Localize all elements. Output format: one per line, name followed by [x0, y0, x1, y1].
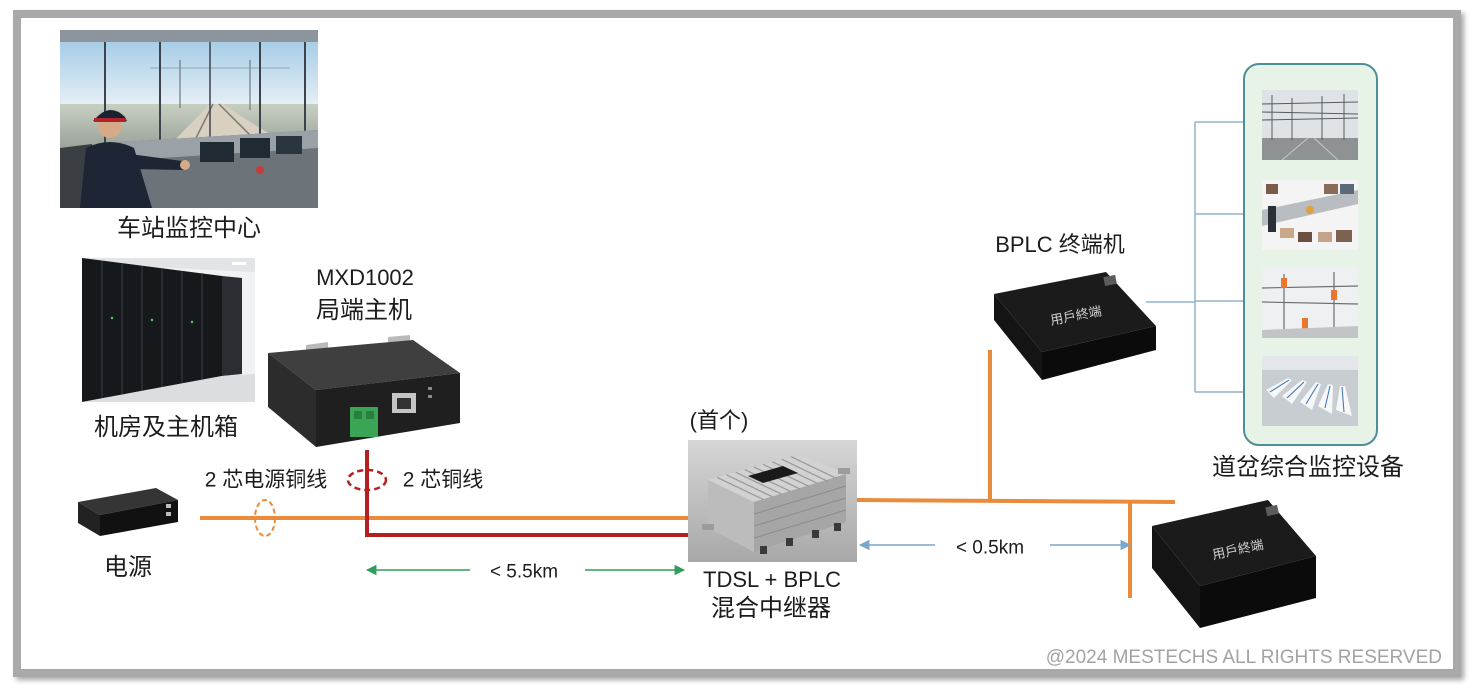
server-room-label: 机房及主机箱 [94, 414, 238, 441]
bplc-terminal-bottom: 用戶終端 [1150, 498, 1318, 630]
control-room-photo [60, 30, 318, 208]
high-speed-trains-photo [1262, 356, 1358, 426]
distance-host-label: < 5.5km [489, 561, 559, 583]
power-label: 电源 [104, 554, 152, 581]
catenary-photo [1262, 90, 1358, 160]
monitoring-equipment-panel [1243, 63, 1378, 446]
repeater-name-label: 混合中继器 [711, 595, 831, 622]
copper-cable-marker [346, 468, 388, 492]
server-room-photo [82, 258, 255, 402]
copper-cable-label: 2 芯铜线 [402, 468, 484, 492]
host-model-label: MXD1002 [316, 265, 414, 290]
copper-cable-line [365, 450, 688, 537]
power-cable-marker [254, 499, 276, 537]
power-supply-device [78, 488, 178, 536]
mxd1002-host-device [268, 335, 460, 450]
power-cable-label: 2 芯电源铜线 [204, 468, 328, 492]
copyright-footer: @2024 MESTECHS ALL RIGHTS RESERVED [1045, 647, 1442, 668]
control-center-label: 车站监控中心 [117, 215, 261, 242]
terminal-name-label: BPLC 终端机 [995, 232, 1125, 257]
bplc-terminal-top: 用戶終端 [992, 270, 1158, 388]
distance-terminal-label: < 0.5km [955, 537, 1025, 559]
maintenance-workers-photo [1262, 268, 1358, 338]
hybrid-repeater-photo [688, 440, 857, 562]
bplc-trunk-line [856, 498, 1176, 504]
monitoring-equipment-label: 道岔综合监控设备 [1212, 454, 1404, 481]
host-name-label: 局端主机 [316, 297, 412, 324]
monitoring-collage-photo [1262, 180, 1358, 250]
first-repeater-label: (首个) [689, 408, 749, 433]
repeater-type-label: TDSL + BPLC [703, 567, 841, 592]
